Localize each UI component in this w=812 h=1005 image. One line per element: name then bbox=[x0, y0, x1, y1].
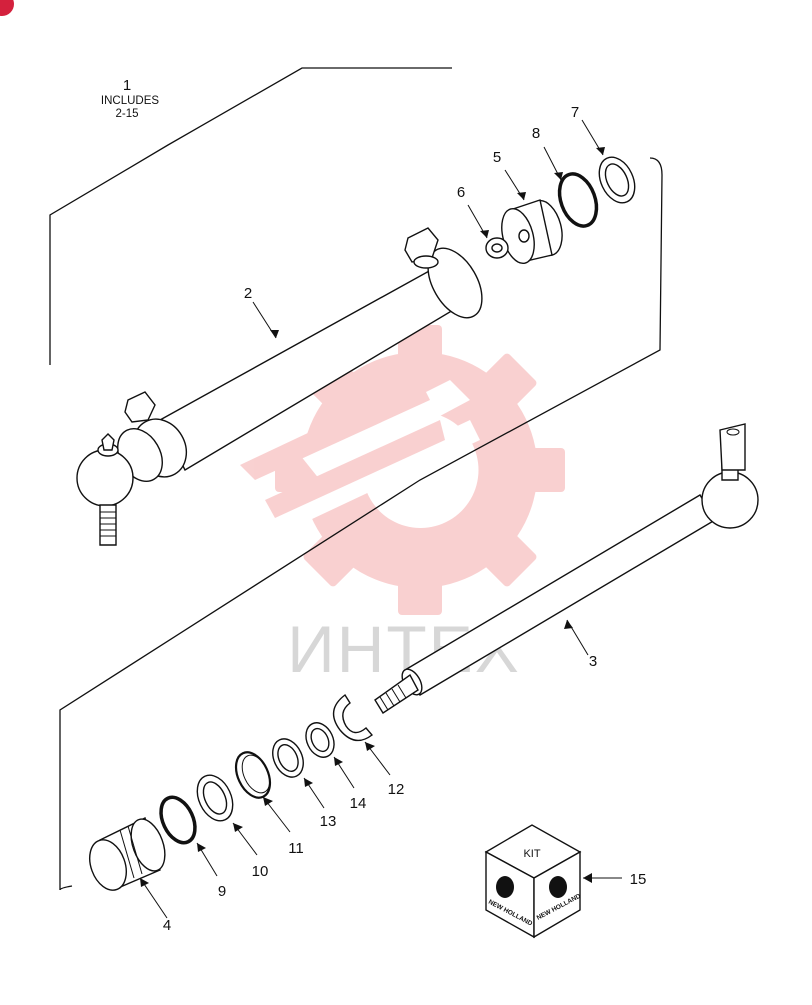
watermark-logo bbox=[240, 325, 565, 615]
callout-3: 3 bbox=[589, 653, 597, 670]
callout-11: 11 bbox=[288, 840, 304, 857]
part-14-ring bbox=[305, 722, 335, 758]
callout-10: 10 bbox=[252, 863, 269, 880]
corner-badge bbox=[0, 0, 14, 16]
part-6-nut bbox=[485, 237, 509, 259]
callout-7: 7 bbox=[571, 104, 579, 121]
part-3-piston-rod bbox=[374, 423, 759, 714]
part-7-wiper bbox=[598, 156, 636, 204]
callout-8: 8 bbox=[532, 125, 540, 142]
part-12-snap-ring bbox=[332, 693, 374, 742]
part-10-ring bbox=[196, 774, 234, 822]
kit-label: KIT bbox=[523, 848, 540, 860]
callout-1-range: 2-15 bbox=[115, 108, 138, 120]
part-9-o-ring bbox=[159, 795, 197, 845]
part-13-ring bbox=[272, 738, 304, 778]
callout-1-includes: INCLUDES bbox=[101, 95, 159, 107]
part-2-cylinder-barrel bbox=[76, 227, 483, 546]
part-15-kit-box: KIT NEW HOLLAND NEW HOLLAND bbox=[484, 824, 582, 939]
part-4-piston bbox=[89, 817, 166, 891]
leader-arrowheads bbox=[140, 147, 605, 887]
part-8-o-ring bbox=[557, 172, 599, 228]
callout-9: 9 bbox=[218, 883, 226, 900]
callout-4: 4 bbox=[163, 917, 171, 934]
callout-5: 5 bbox=[493, 149, 501, 166]
callout-14: 14 bbox=[350, 795, 367, 812]
part-5-gland bbox=[501, 199, 563, 265]
callout-15: 15 bbox=[630, 871, 647, 888]
assembly-bracket bbox=[49, 67, 663, 891]
callout-2: 2 bbox=[244, 285, 252, 302]
callout-1: 1 bbox=[123, 77, 131, 94]
callout-13: 13 bbox=[320, 813, 337, 830]
callout-12: 12 bbox=[388, 781, 405, 798]
callout-6: 6 bbox=[457, 184, 465, 201]
part-11-spiral-ring bbox=[234, 751, 272, 799]
callout-labels: 1 INCLUDES 2-15 2 3 4 5 6 7 8 9 10 11 12… bbox=[101, 77, 646, 934]
